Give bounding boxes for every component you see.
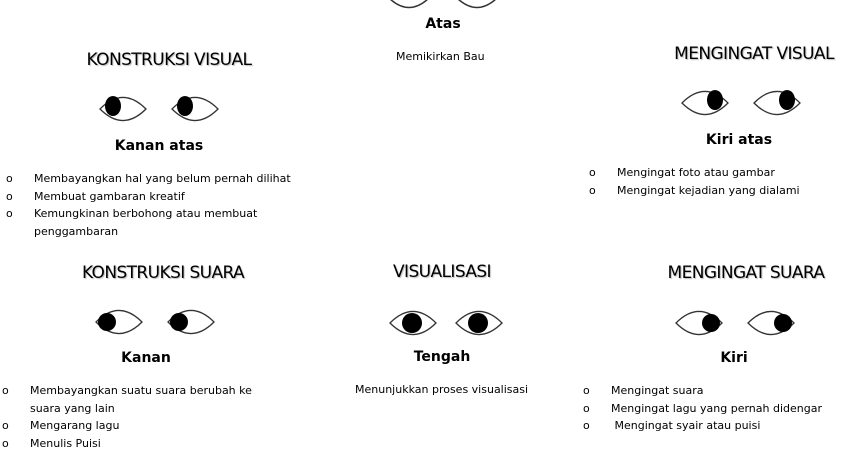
eye-right-icon	[454, 306, 504, 340]
section-title-mengingat-visual: MENGINGAT VISUAL	[674, 44, 834, 64]
eye-right-icon	[452, 0, 502, 12]
direction-label-tengah: Tengah	[413, 349, 471, 365]
eyes-atas	[384, 0, 502, 12]
eye-right-icon	[746, 306, 796, 340]
bullet-icon: o	[589, 183, 596, 197]
direction-label-kiri-atas: Kiri atas	[705, 132, 773, 148]
bullet-icon: o	[589, 166, 596, 179]
bullet-icon: o	[2, 436, 9, 450]
eye-left-icon	[680, 86, 730, 120]
bullet-icon: o	[6, 207, 13, 220]
section-atas	[384, 0, 502, 12]
eyes-tengah	[388, 306, 504, 340]
bullet-icon: o	[6, 189, 13, 203]
section-title-mengingat-suara: MENGINGAT SUARA	[667, 263, 826, 283]
bullet-icon: o	[6, 172, 13, 185]
eye-right-icon	[170, 92, 220, 126]
eyes-kanan	[94, 305, 216, 339]
description-atas: Memikirkan Bau	[396, 50, 485, 63]
eyes-kanan-atas	[98, 92, 220, 126]
eyes-kiri-atas	[680, 86, 802, 120]
eye-left-icon	[384, 0, 434, 12]
section-title-konstruksi-visual: KONSTRUKSI VISUAL	[86, 50, 252, 70]
eye-left-icon	[674, 306, 724, 340]
list-item: o Mengingat syair atau puisi	[583, 417, 863, 435]
bullet-icon: o	[583, 419, 590, 432]
direction-label-atas: Atas	[425, 16, 461, 32]
section-title-visualisasi: VISUALISASI	[393, 262, 492, 282]
eye-left-icon	[388, 306, 438, 340]
eye-right-icon	[166, 305, 216, 339]
bullet-icon: o	[2, 384, 9, 397]
direction-label-kanan: Kanan	[121, 350, 171, 366]
direction-label-kanan-atas: Kanan atas	[114, 138, 204, 154]
eye-left-icon	[94, 305, 144, 339]
description-visualisasi: Menunjukkan proses visualisasi	[355, 383, 529, 396]
bullet-icon: o	[2, 419, 9, 432]
bullet-icon: o	[583, 401, 590, 415]
section-title-konstruksi-suara: KONSTRUKSI SUARA	[81, 263, 245, 283]
eye-right-icon	[752, 86, 802, 120]
bullet-icon: o	[583, 384, 590, 397]
direction-label-kiri: Kiri	[720, 350, 748, 366]
eyes-kiri	[674, 306, 796, 340]
eye-left-icon	[98, 92, 148, 126]
